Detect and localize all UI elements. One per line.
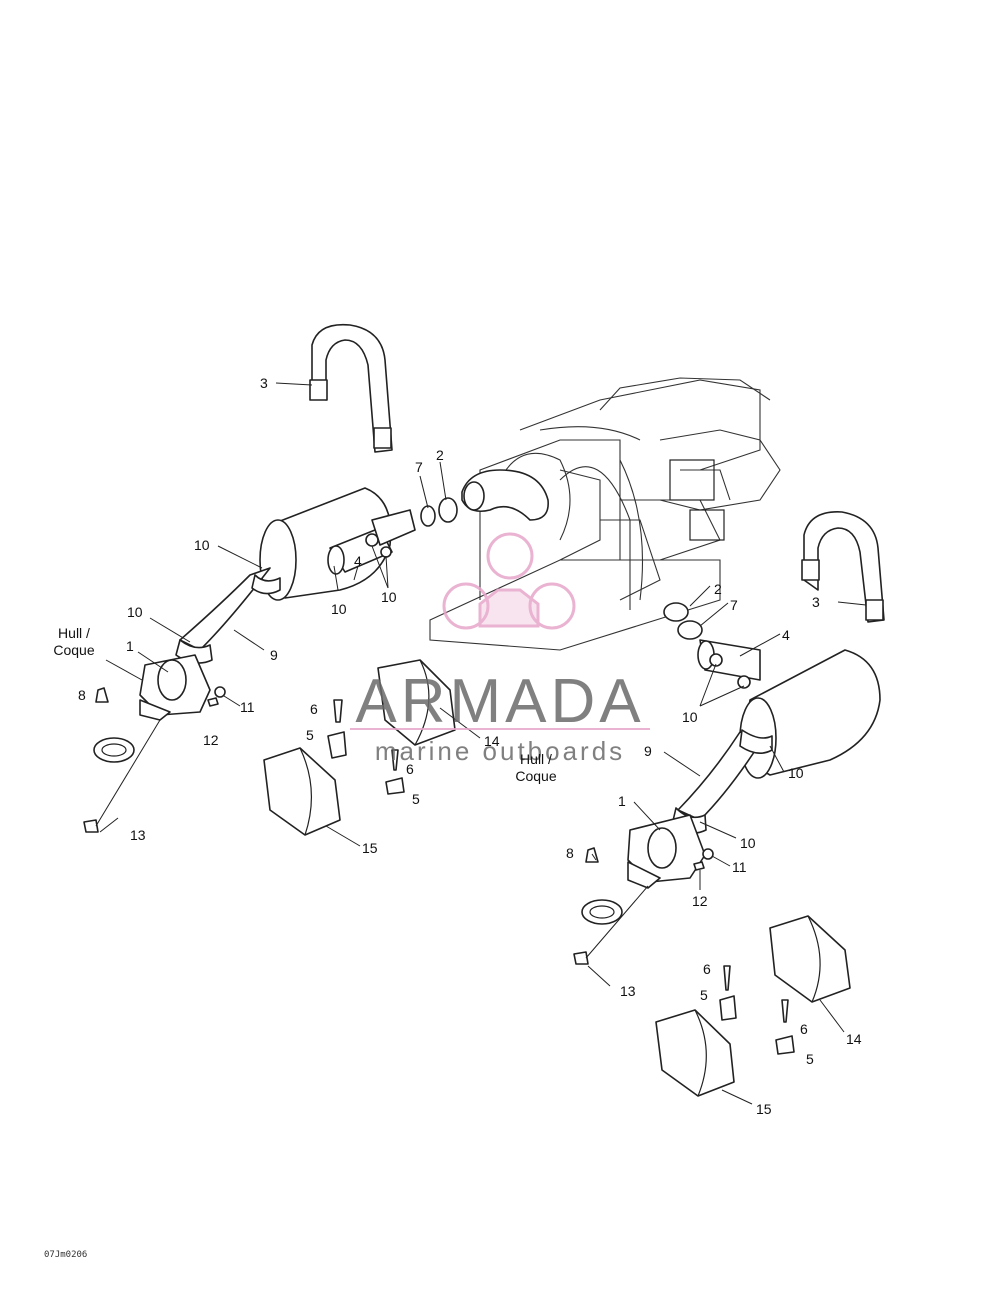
callout-label: 10 [194, 537, 210, 553]
watermark-brand: ARMADA [355, 667, 644, 736]
callout-label: 6 [800, 1021, 808, 1037]
hull-label-right: Hull / [520, 751, 552, 767]
callouts: 3 7 2 10 4 10 10 10 1 9 8 11 12 13 6 5 1… [78, 375, 862, 1117]
right-clamps [719, 965, 795, 1055]
callout-label: 10 [740, 835, 756, 851]
callout-label: 4 [782, 627, 790, 643]
callout-label: 2 [436, 447, 444, 463]
left-rings [420, 497, 458, 527]
left-muffler [259, 487, 416, 601]
callout-label: 10 [331, 601, 347, 617]
callout-label: 6 [310, 701, 318, 717]
callout-label: 9 [644, 743, 652, 759]
right-hull-outlet [573, 814, 714, 965]
left-cradles [263, 659, 456, 836]
callout-label: 12 [203, 732, 219, 748]
callout-label: 14 [846, 1031, 862, 1047]
armada-watermark: ARMADA marine outboards [350, 532, 650, 766]
callout-label: 6 [406, 761, 414, 777]
callout-label: 7 [415, 459, 423, 475]
armada-logo-icon [442, 532, 576, 630]
callout-label: 3 [260, 375, 268, 391]
callout-label: 10 [127, 604, 143, 620]
right-strap [801, 511, 885, 623]
callout-label: 2 [714, 581, 722, 597]
callout-label: 5 [700, 987, 708, 1003]
right-cradles [655, 915, 851, 1097]
callout-label: 11 [732, 859, 747, 875]
callout-label: 6 [703, 961, 711, 977]
left-strap [309, 323, 393, 453]
callout-label: 1 [126, 638, 134, 654]
reference-code: 07Jm0206 [44, 1250, 88, 1260]
callout-label: 9 [270, 647, 278, 663]
callout-label: 10 [381, 589, 397, 605]
callout-label: 14 [484, 733, 500, 749]
callout-label: 5 [306, 727, 314, 743]
watermark-subtitle: marine outboards [375, 736, 625, 766]
engine-block [429, 377, 781, 651]
coque-label-right: Coque [515, 768, 556, 784]
callout-label: 15 [756, 1101, 772, 1117]
callout-label: 15 [362, 840, 378, 856]
left-clamps [327, 699, 405, 795]
callout-label: 11 [240, 699, 255, 715]
callout-label: 4 [354, 553, 362, 569]
callout-label: 8 [566, 845, 574, 861]
hull-label-left: Hull / [58, 625, 90, 641]
coque-label-left: Coque [53, 642, 94, 658]
callout-label: 1 [618, 793, 626, 809]
callout-label: 10 [788, 765, 804, 781]
callout-label: 5 [806, 1051, 814, 1067]
leader-lines [99, 382, 867, 1105]
right-rings [663, 602, 703, 640]
callout-label: 5 [412, 791, 420, 807]
callout-label: 13 [620, 983, 636, 999]
callout-label: 13 [130, 827, 146, 843]
callout-label: 7 [730, 597, 738, 613]
callout-label: 8 [78, 687, 86, 703]
callout-label: 3 [812, 594, 820, 610]
left-exhaust-hose [175, 567, 281, 664]
callout-label: 10 [682, 709, 698, 725]
callout-label: 12 [692, 893, 708, 909]
